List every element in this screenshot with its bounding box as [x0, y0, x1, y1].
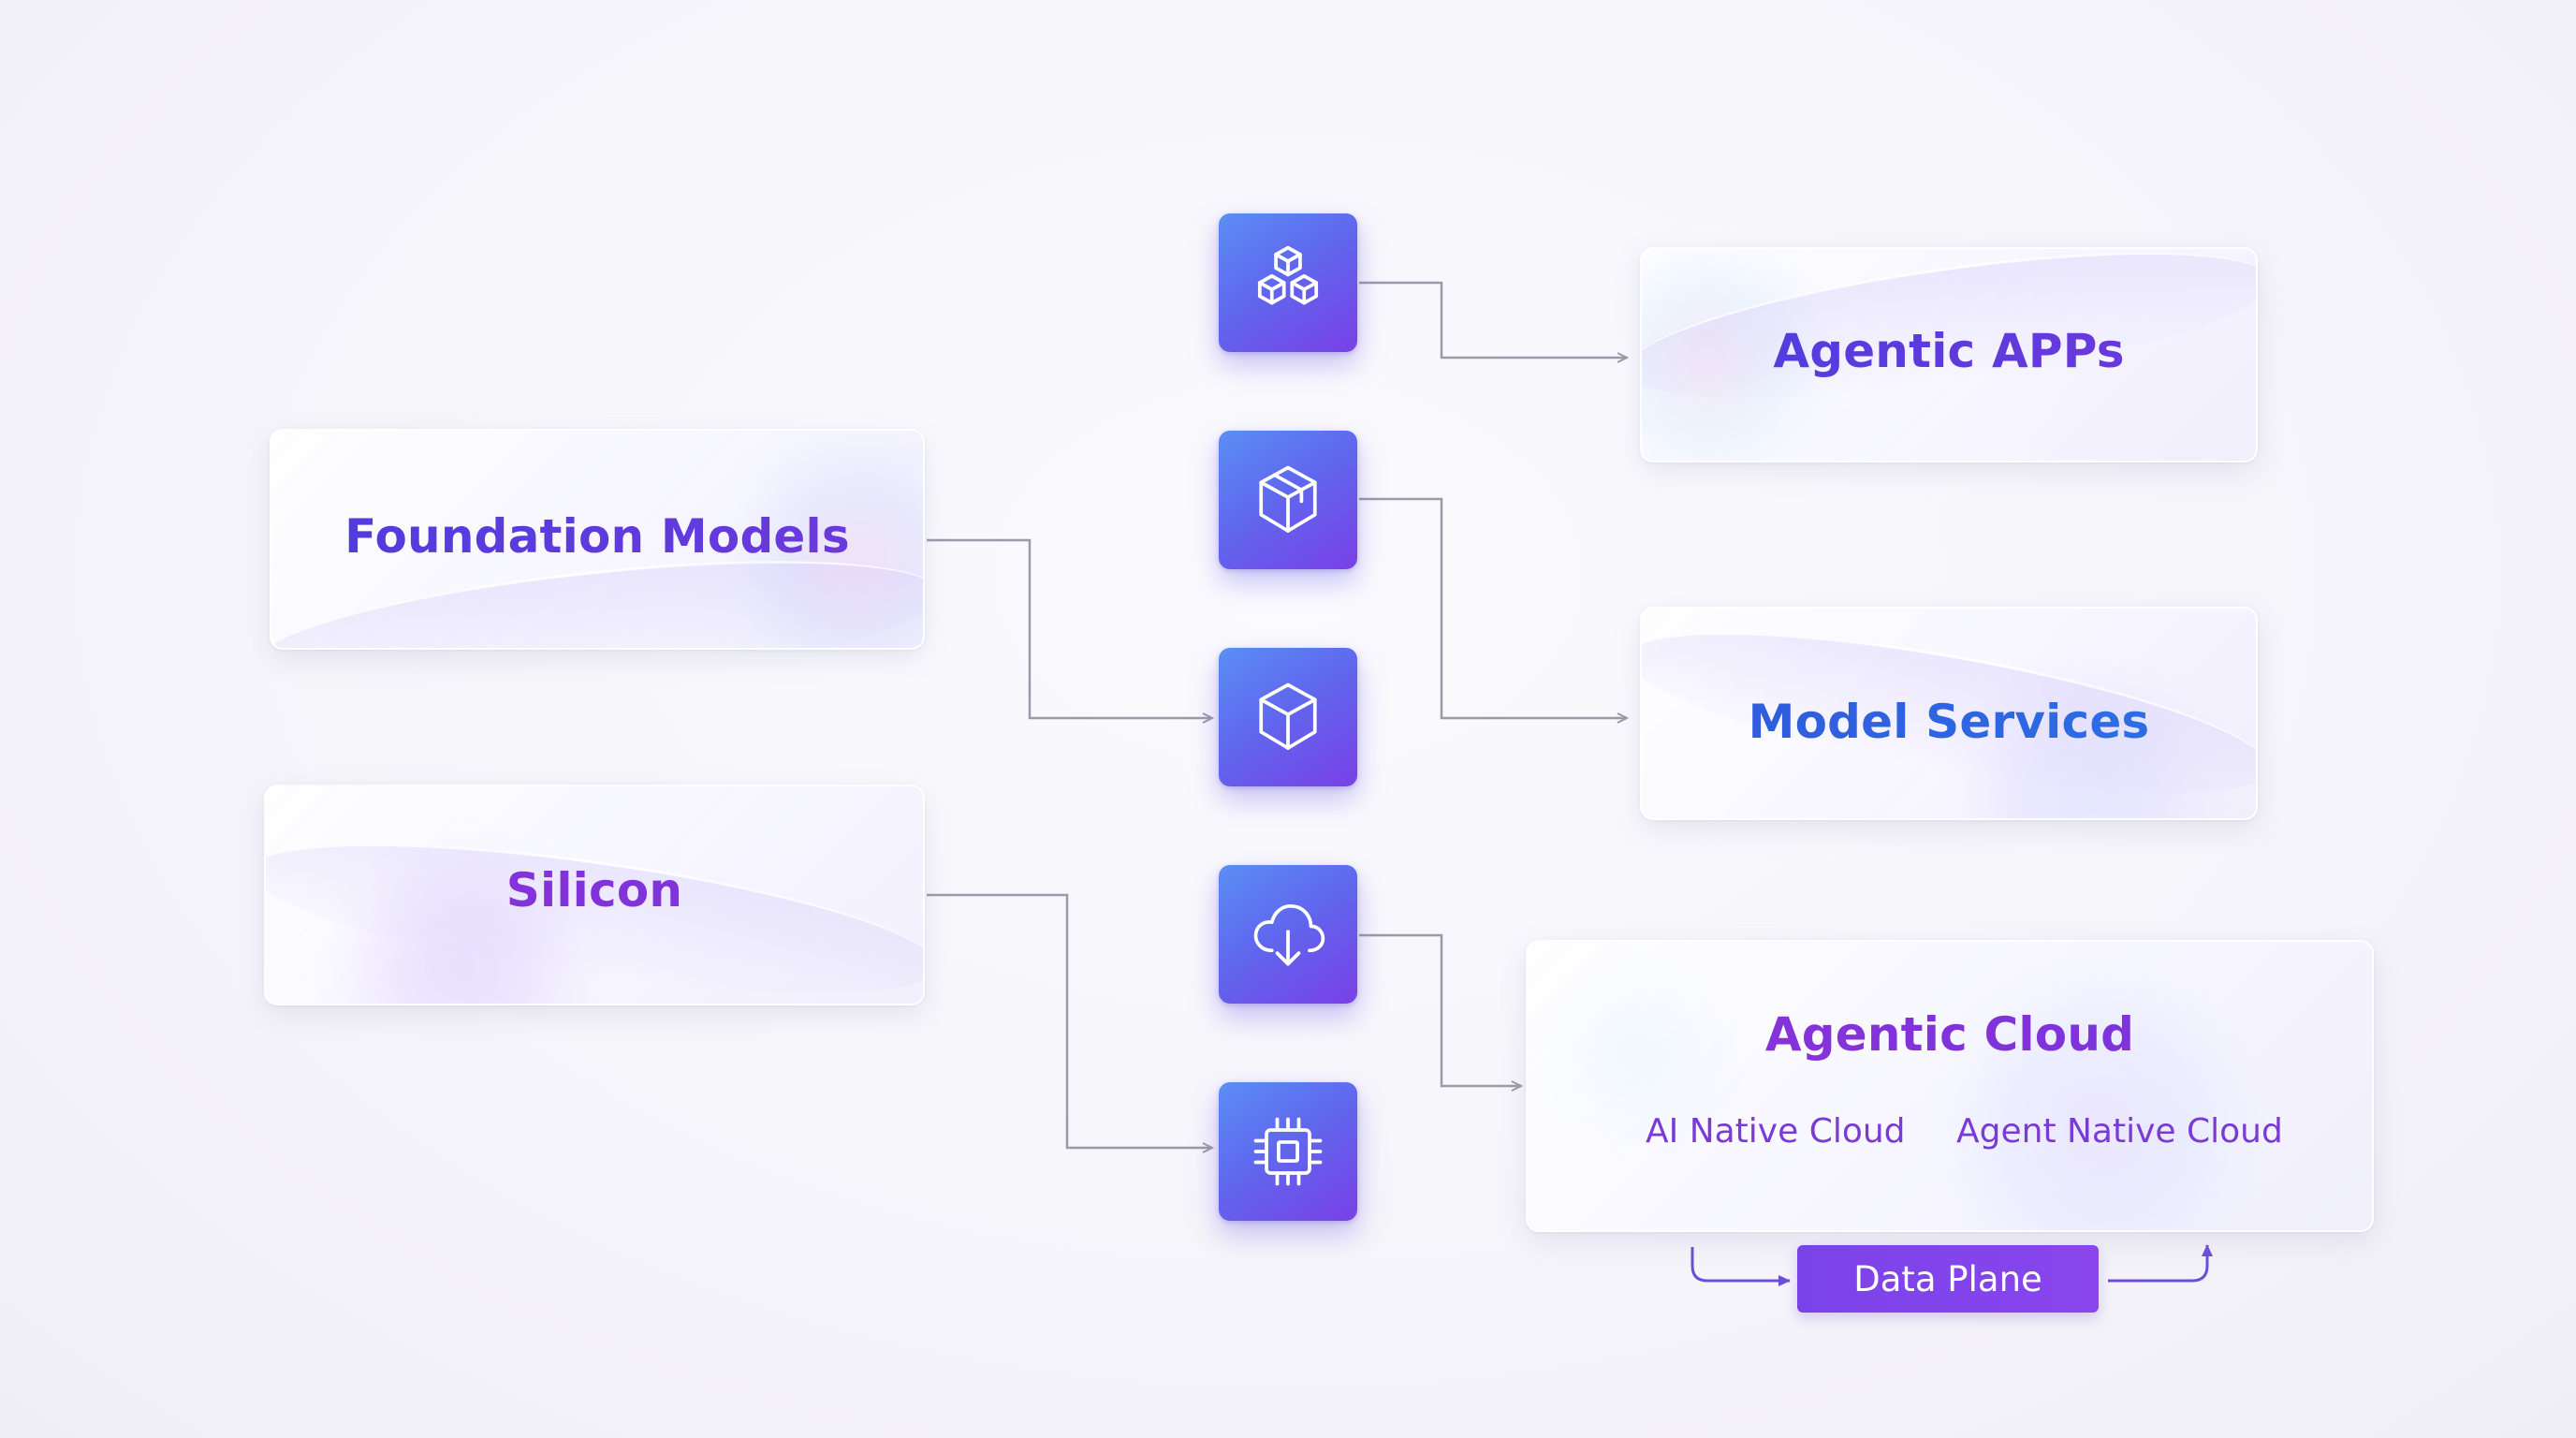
- chip-icon-tile[interactable]: [1219, 1082, 1357, 1221]
- data-plane-button[interactable]: Data Plane: [1797, 1245, 2099, 1313]
- agentic-cloud-card[interactable]: Agentic Cloud AI Native Cloud Agent Nati…: [1526, 940, 2374, 1232]
- agentic-apps-card[interactable]: Agentic APPs: [1640, 247, 2258, 462]
- agentic-apps-label: Agentic APPs: [1642, 324, 2256, 378]
- cube-icon-tile[interactable]: [1219, 648, 1357, 786]
- model-services-label: Model Services: [1642, 695, 2256, 749]
- package-box-icon-tile[interactable]: [1219, 431, 1357, 569]
- cubes-stack-icon: [1257, 245, 1319, 305]
- edge-foundation-to-cube: [927, 538, 1212, 718]
- cube-icon: [1259, 682, 1317, 750]
- edge-box-to-model-services: [1359, 497, 1627, 718]
- package-box-icon: [1259, 465, 1317, 533]
- silicon-label: Silicon: [266, 863, 923, 917]
- agentic-cloud-title: Agentic Cloud: [1528, 1007, 2372, 1062]
- foundation-models-label: Foundation Models: [271, 509, 923, 564]
- edge-cloud-to-agentic-cloud: [1359, 933, 1521, 1086]
- data-plane-arrow-out: [2108, 1244, 2213, 1283]
- foundation-models-card[interactable]: Foundation Models: [270, 429, 925, 650]
- data-plane-arrow-in: [1690, 1247, 1791, 1286]
- chip-icon: [1253, 1117, 1323, 1186]
- agent-native-cloud-label: Agent Native Cloud: [1956, 1112, 2283, 1151]
- edge-cubes-to-agentic-apps: [1359, 281, 1627, 358]
- silicon-card[interactable]: Silicon: [264, 785, 925, 1005]
- cloud-download-icon-tile[interactable]: [1219, 865, 1357, 1004]
- edge-silicon-to-chip: [927, 893, 1212, 1148]
- cloud-download-icon: [1253, 903, 1325, 966]
- cubes-stack-icon-tile[interactable]: [1219, 213, 1357, 352]
- ai-native-cloud-label: AI Native Cloud: [1646, 1112, 1906, 1151]
- model-services-card[interactable]: Model Services: [1640, 607, 2258, 820]
